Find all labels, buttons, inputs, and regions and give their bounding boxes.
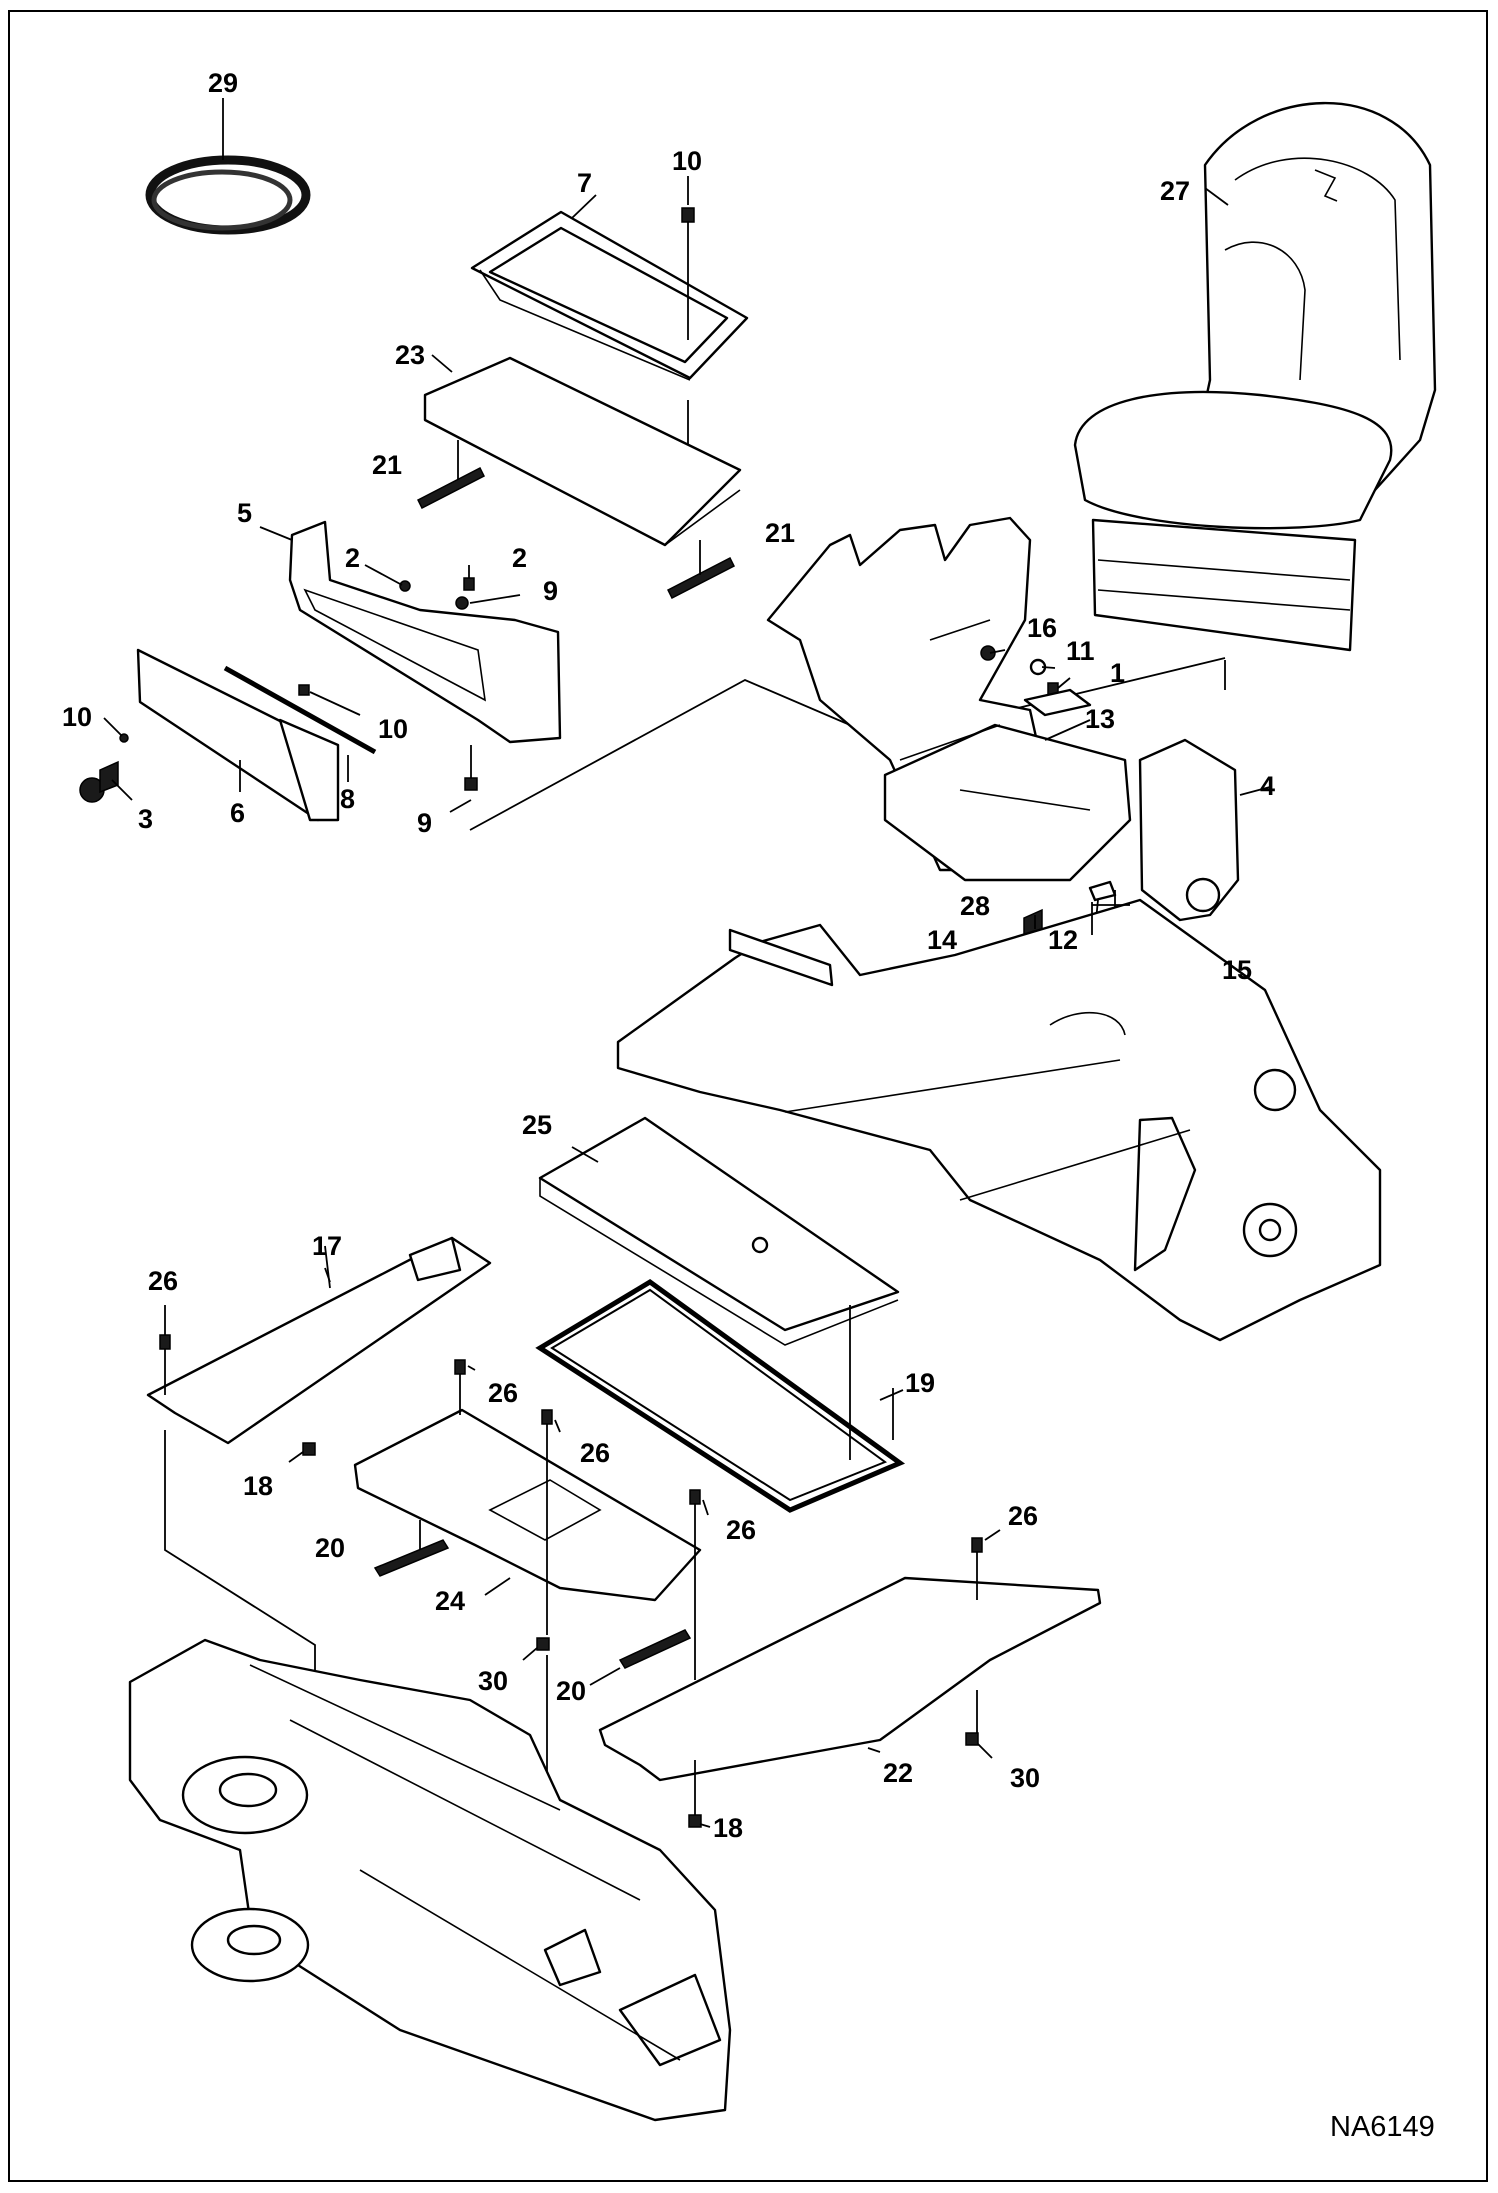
callout-2: 2 bbox=[345, 543, 361, 573]
callout-29: 29 bbox=[208, 68, 239, 98]
part-29-hose-coil bbox=[145, 98, 311, 235]
callout-13: 13 bbox=[1085, 704, 1116, 734]
callout-23: 23 bbox=[395, 340, 426, 370]
callout-26e: 26 bbox=[1008, 1501, 1039, 1531]
part-8-strip bbox=[223, 665, 377, 782]
callout-5: 5 bbox=[237, 498, 253, 528]
callout-1: 1 bbox=[1110, 658, 1126, 688]
part-3-latch bbox=[79, 760, 133, 803]
callout-15: 15 bbox=[1222, 955, 1253, 985]
part-21-strips bbox=[416, 440, 736, 600]
callout-10b: 10 bbox=[62, 702, 93, 732]
part-19-gasket bbox=[535, 1279, 906, 1513]
part-5-console bbox=[259, 520, 562, 744]
callout-20: 20 bbox=[315, 1533, 346, 1563]
callout-2b: 2 bbox=[512, 543, 528, 573]
callout-30: 30 bbox=[478, 1666, 509, 1696]
callout-8: 8 bbox=[340, 784, 356, 814]
leaders-12-15 bbox=[1091, 902, 1130, 935]
callout-12: 12 bbox=[1048, 925, 1079, 955]
lower-frame bbox=[128, 1638, 732, 2122]
part-23-plate bbox=[423, 354, 742, 547]
part-7-tray bbox=[470, 194, 749, 381]
callout-9b: 9 bbox=[417, 808, 433, 838]
part-17-rail bbox=[146, 1236, 492, 1445]
part-25-cover bbox=[538, 1116, 900, 1346]
callout-7: 7 bbox=[577, 168, 593, 198]
callout-26: 26 bbox=[148, 1266, 179, 1296]
callout-24: 24 bbox=[435, 1586, 466, 1616]
callout-26c: 26 bbox=[580, 1438, 611, 1468]
seat-base-frame bbox=[766, 516, 1132, 882]
callout-10c: 10 bbox=[378, 714, 409, 744]
callout-3: 3 bbox=[138, 804, 154, 834]
callout-6: 6 bbox=[230, 798, 246, 828]
callout-27: 27 bbox=[1160, 176, 1191, 206]
callout-18: 18 bbox=[243, 1471, 274, 1501]
callout-4: 4 bbox=[1260, 771, 1276, 801]
figure-code: NA6149 bbox=[1330, 2111, 1435, 2143]
part-22-panel bbox=[598, 1576, 1102, 1782]
part-6-side-panel bbox=[136, 648, 340, 822]
callout-21b: 21 bbox=[765, 518, 796, 548]
callout-9: 9 bbox=[543, 576, 559, 606]
callout-26d: 26 bbox=[726, 1515, 757, 1545]
part-26-bolts bbox=[159, 1305, 1001, 1680]
callout-19: 19 bbox=[905, 1368, 936, 1398]
callout-17: 17 bbox=[312, 1231, 343, 1261]
callout-18b: 18 bbox=[713, 1813, 744, 1843]
part-20-strips bbox=[373, 1520, 692, 1686]
callout-16: 16 bbox=[1027, 613, 1058, 643]
part-4-bracket bbox=[1138, 738, 1271, 922]
callout-26b: 26 bbox=[488, 1378, 519, 1408]
callout-10: 10 bbox=[672, 146, 703, 176]
callout-11: 11 bbox=[1066, 636, 1095, 666]
part-27-seat bbox=[1073, 101, 1437, 690]
upper-frame bbox=[616, 898, 1382, 1342]
callout-25: 25 bbox=[522, 1110, 553, 1140]
callout-28: 28 bbox=[960, 891, 991, 921]
callout-30b: 30 bbox=[1010, 1763, 1041, 1793]
callout-20b: 20 bbox=[556, 1676, 587, 1706]
callout-21: 21 bbox=[372, 450, 403, 480]
part-24-floor-plate bbox=[353, 1408, 702, 1602]
callout-14: 14 bbox=[927, 925, 958, 955]
callout-22: 22 bbox=[883, 1758, 914, 1788]
